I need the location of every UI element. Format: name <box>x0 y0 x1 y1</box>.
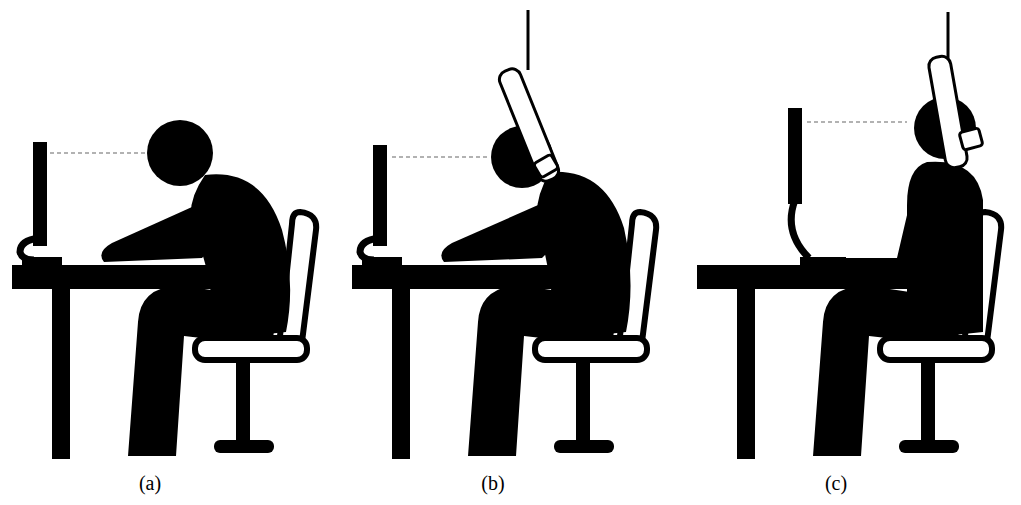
monitor-base <box>22 257 62 265</box>
panel-c <box>697 12 1001 459</box>
panel-label: (a) <box>139 472 161 495</box>
head-harness <box>497 66 562 184</box>
head <box>147 120 213 186</box>
monitor-stand <box>791 200 809 258</box>
torso <box>191 174 290 340</box>
suspension-rope <box>527 10 530 70</box>
eye-level-line <box>392 156 490 158</box>
monitor <box>788 108 802 204</box>
chin-strap <box>533 154 558 178</box>
head-harness <box>927 55 968 169</box>
arm <box>101 198 232 262</box>
panel-a <box>12 120 316 459</box>
suspension-rope <box>947 12 950 60</box>
monitor <box>33 142 47 246</box>
chin-strap <box>959 128 983 151</box>
panel-b <box>352 10 656 459</box>
arm <box>829 198 935 270</box>
arm <box>441 198 574 262</box>
panel-label: (b) <box>481 472 504 495</box>
monitor-stand <box>20 238 40 260</box>
eye-level-line <box>50 152 148 154</box>
monitor-stand <box>360 238 380 260</box>
monitor <box>373 145 387 246</box>
eye-level-line <box>807 121 907 123</box>
monitor-base <box>362 257 402 265</box>
panel-label: (c) <box>825 472 847 495</box>
torso <box>537 172 631 340</box>
